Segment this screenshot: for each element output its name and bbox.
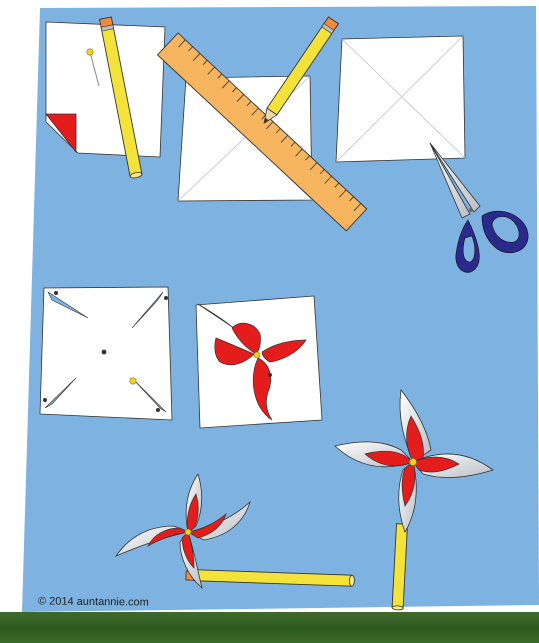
copyright-credit: © 2014 auntannie.com	[38, 595, 149, 608]
cut-square-icon	[40, 287, 172, 420]
step-4-group	[40, 287, 172, 420]
paper-square-icon	[336, 36, 465, 162]
step-5-group	[196, 296, 322, 428]
folded-pinwheel-icon	[196, 296, 322, 428]
paper-square-icon	[178, 76, 312, 201]
